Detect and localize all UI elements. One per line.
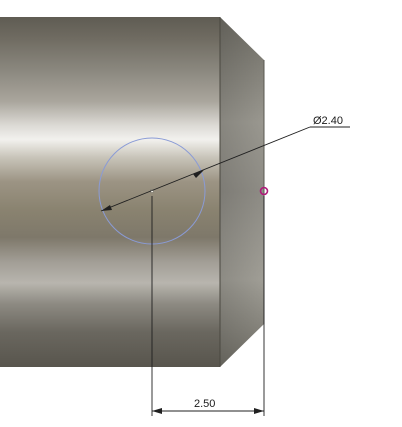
diameter-arrow-start	[101, 205, 112, 211]
diameter-dimension-text[interactable]: Ø2.40	[313, 115, 343, 127]
chamfer-shade	[220, 17, 264, 367]
linear-dimension[interactable]: 2.50	[151, 196, 265, 416]
diameter-arrow-end	[193, 170, 204, 178]
linear-arrow-left	[152, 408, 162, 414]
diameter-dim-line	[100, 126, 311, 212]
linear-dimension-text[interactable]: 2.50	[194, 398, 215, 410]
linear-arrow-right	[254, 408, 264, 414]
diameter-dimension[interactable]: Ø2.40	[100, 115, 350, 212]
pick-point-marker-icon[interactable]	[259, 186, 269, 196]
cylinder-body[interactable]	[0, 17, 220, 367]
cylinder-part[interactable]	[0, 17, 265, 367]
